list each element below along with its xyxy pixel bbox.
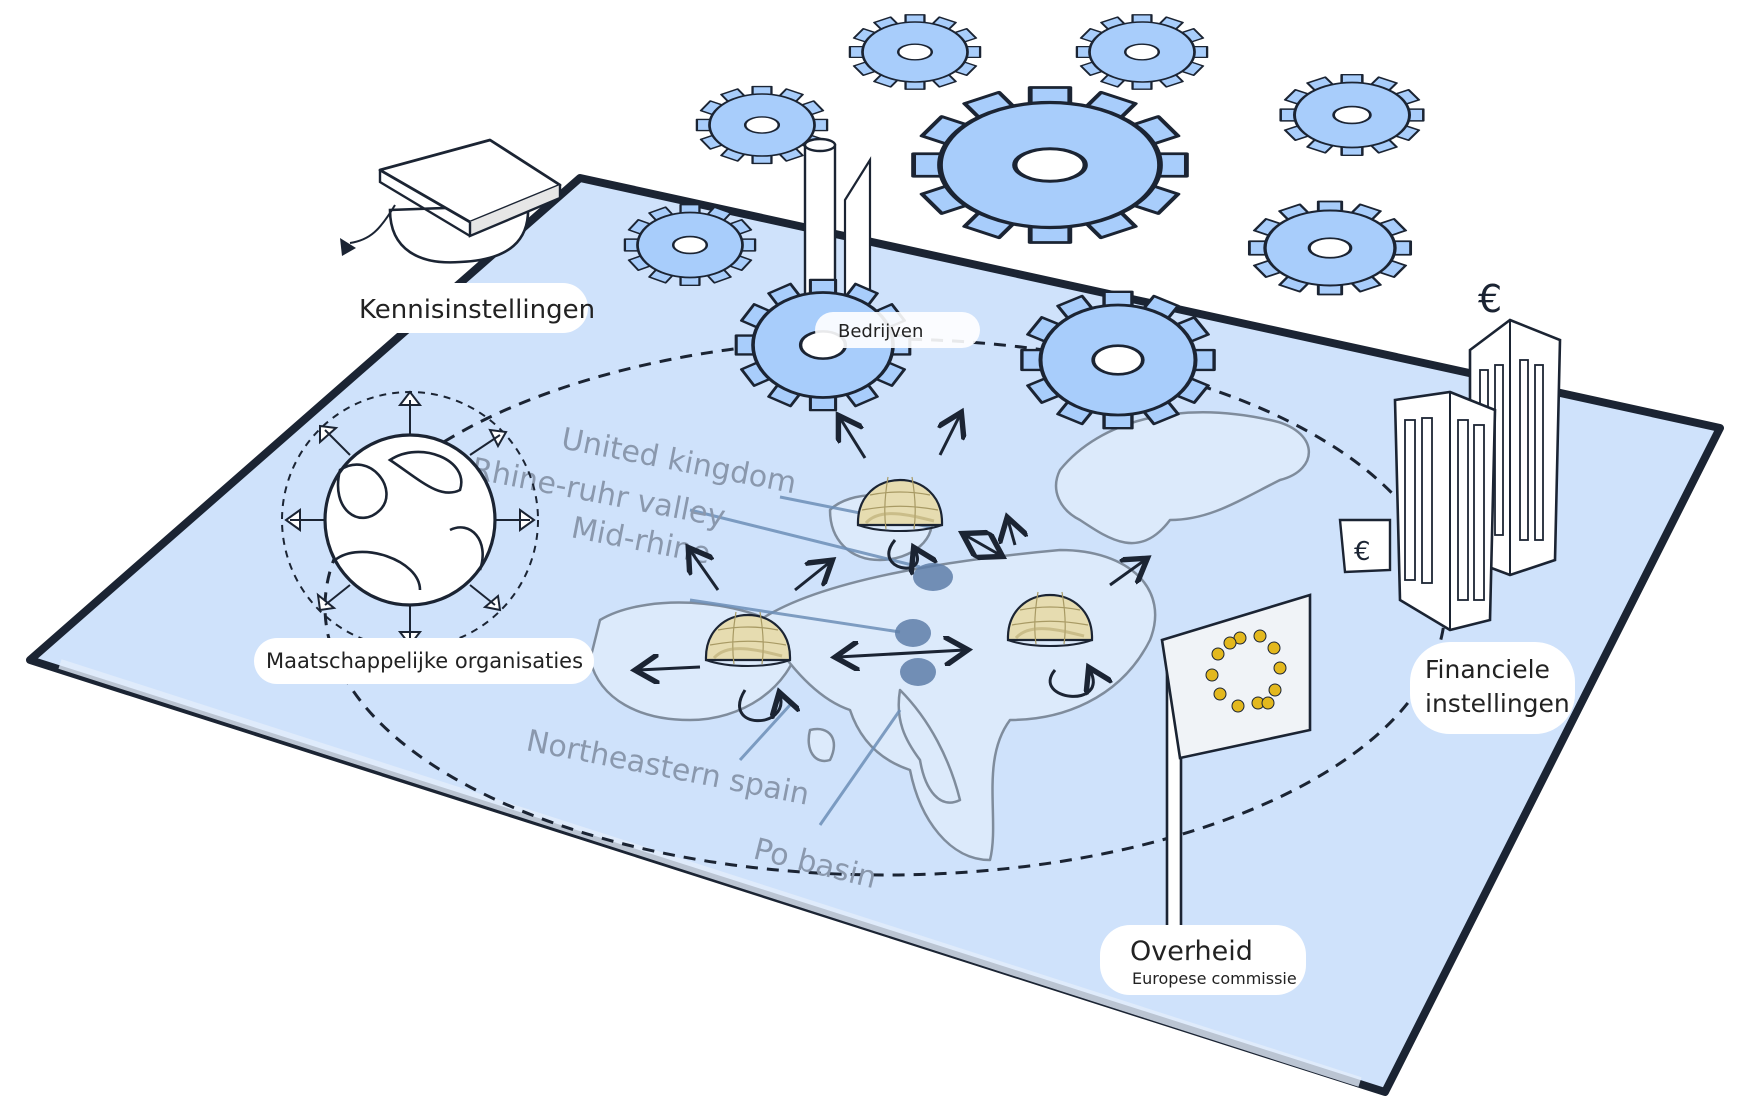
cog-icon <box>1279 73 1425 157</box>
financiele-label-line2: instellingen <box>1425 689 1570 718</box>
bedrijven-label: Bedrijven <box>838 321 923 342</box>
cog-icon <box>1075 13 1209 91</box>
interaction-arrows <box>638 415 1145 723</box>
factory-chimney-icon <box>803 137 872 297</box>
actor-label-maatschappelijk: Maatschappelijke organisaties <box>254 638 594 684</box>
cog-icon <box>1247 199 1413 297</box>
actor-label-financiele: Financiele instellingen <box>1410 642 1575 734</box>
euro-sign-icon: € <box>1478 277 1502 321</box>
globe-icon <box>281 390 539 649</box>
graduation-cap-icon <box>340 138 562 264</box>
cog-icon <box>848 13 982 91</box>
maatschappelijk-label: Maatschappelijke organisaties <box>266 649 583 673</box>
actor-label-kennis: Kennisinstellingen <box>340 283 595 333</box>
companies-cogs <box>623 13 1425 428</box>
overheid-sublabel: Europese commissie <box>1132 969 1297 988</box>
kennis-label: Kennisinstellingen <box>359 295 595 325</box>
eu-flag-icon <box>1160 593 1312 932</box>
overheid-label: Overheid <box>1130 936 1253 967</box>
bank-buildings-icon: € € <box>1338 277 1562 632</box>
cog-icon <box>914 88 1187 243</box>
actor-label-overheid: Overheid Europese commissie <box>1100 925 1306 995</box>
actor-label-bedrijven: Bedrijven <box>815 312 980 348</box>
euro-sign-icon: € <box>1354 537 1371 567</box>
financiele-label-line1: Financiele <box>1425 655 1550 684</box>
